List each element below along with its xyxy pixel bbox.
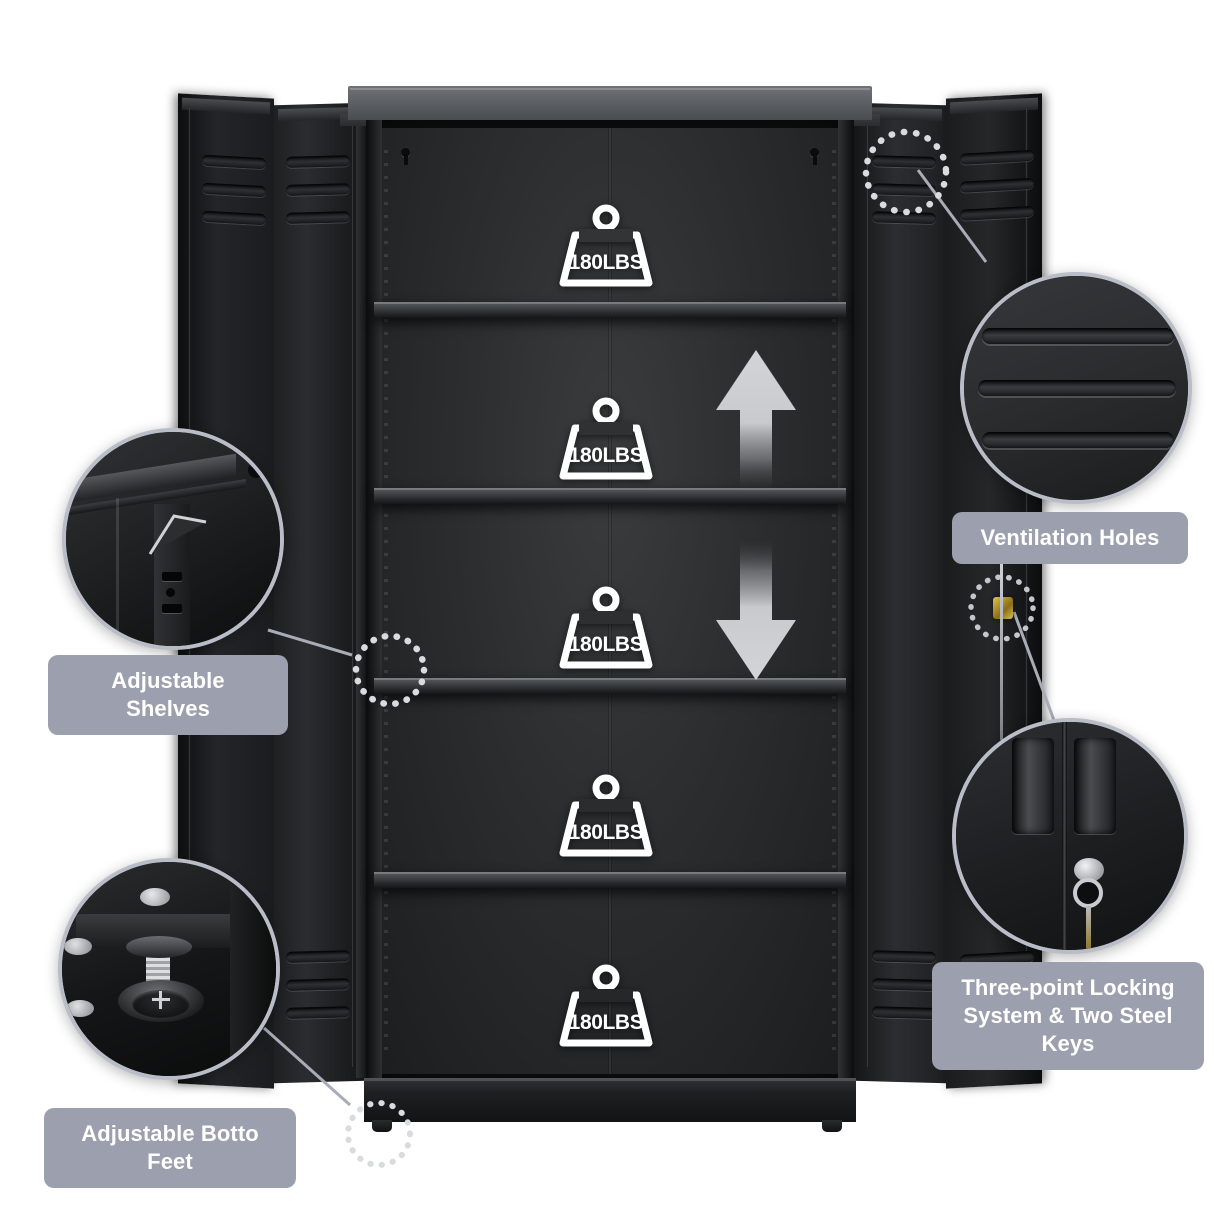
- detail-inset-locking-system: [952, 718, 1188, 954]
- interior-right-wall: [838, 120, 854, 1082]
- lock-rod-upper: [1000, 560, 1003, 740]
- detail-inset-ventilation-holes: [960, 272, 1192, 504]
- shelf: [374, 302, 846, 318]
- cabinet-base-plinth: [364, 1078, 856, 1122]
- vent-slot: [872, 1006, 936, 1020]
- vent-slot: [286, 1006, 350, 1019]
- vent-slot: [202, 210, 266, 226]
- vent-slot: [286, 211, 350, 224]
- callout-label-ventilation-holes: Ventilation Holes: [952, 512, 1188, 564]
- right-door-inner-leaf[interactable]: [854, 102, 946, 1084]
- back-panel-seam: [608, 128, 612, 1074]
- shelf: [374, 872, 846, 888]
- shelf: [374, 488, 846, 504]
- callout-label-locking-system: Three-point Locking System & Two Steel K…: [932, 962, 1204, 1070]
- vent-slot: [286, 155, 350, 168]
- vent-slot: [286, 978, 350, 991]
- door-handle-recess[interactable]: [1074, 738, 1116, 834]
- key-blade: [1086, 906, 1091, 950]
- vent-slot: [872, 950, 936, 964]
- arrow-down-icon: [713, 540, 799, 682]
- shelf-pin-strip-right: [832, 150, 836, 1050]
- arrow-up-icon: [713, 348, 799, 490]
- callout-label-adjustable-feet: Adjustable Botto Feet: [44, 1108, 296, 1188]
- vent-slot: [286, 950, 350, 963]
- shelf: [374, 678, 846, 694]
- vent-slot: [982, 432, 1174, 448]
- weight-badge-label: 180LBS: [569, 251, 644, 274]
- vent-slot: [872, 978, 936, 992]
- weight-badge-label: 180LBS: [569, 821, 644, 844]
- marker-dotted-circle-lock: [964, 570, 1040, 646]
- wall-mount-keyhole-icon: [809, 148, 820, 166]
- key-bow: [1073, 878, 1103, 908]
- vent-group-left-inner: [286, 155, 350, 224]
- vent-slot: [286, 183, 350, 196]
- vent-slot: [202, 182, 266, 198]
- callout-label-adjustable-shelves: Adjustable Shelves: [48, 655, 288, 735]
- marker-dotted-circle-feet: [341, 1096, 417, 1172]
- vent-slot: [978, 380, 1176, 396]
- leveling-foot: [822, 1120, 842, 1132]
- vent-group-right-outer: [960, 149, 1034, 221]
- detail-inset-adjustable-feet: [58, 858, 280, 1080]
- marker-dotted-circle-shelves: [349, 629, 431, 711]
- lock-cam-mechanism: [993, 597, 1013, 619]
- vent-slot: [982, 328, 1174, 344]
- marker-dotted-circle-vents: [858, 124, 954, 220]
- door-trim: [182, 97, 270, 115]
- weight-badge-label: 180LBS: [569, 633, 644, 656]
- door-crease: [351, 117, 354, 1068]
- weight-badge-label: 180LBS: [569, 1011, 644, 1034]
- detail-inset-adjustable-shelves: [62, 428, 284, 650]
- door-crease: [866, 117, 869, 1068]
- weight-capacity-badge: 180LBS: [547, 585, 665, 671]
- weight-capacity-badge: 180LBS: [547, 396, 665, 482]
- weight-capacity-badge: 180LBS: [547, 203, 665, 289]
- vent-group-left-inner-bottom: [286, 950, 350, 1019]
- interior-left-wall: [366, 120, 382, 1082]
- weight-capacity-badge: 180LBS: [547, 773, 665, 859]
- vent-slot: [960, 177, 1034, 193]
- vent-group-left-outer: [202, 154, 266, 226]
- vent-group-right-inner-bottom: [872, 950, 936, 1020]
- cabinet-top-panel: [348, 86, 872, 120]
- vent-slot: [960, 205, 1034, 221]
- vent-slot: [960, 149, 1034, 165]
- cabinet-interior: [366, 120, 854, 1082]
- leveling-foot: [372, 1120, 392, 1132]
- wall-mount-keyhole-icon: [400, 148, 411, 166]
- weight-badge-label: 180LBS: [569, 444, 644, 467]
- door-handle-recess[interactable]: [1012, 738, 1054, 834]
- weight-capacity-badge: 180LBS: [547, 963, 665, 1049]
- shelf-pin-strip-left: [384, 150, 388, 1050]
- left-door-inner-leaf[interactable]: [274, 102, 366, 1084]
- vent-slot: [202, 154, 266, 170]
